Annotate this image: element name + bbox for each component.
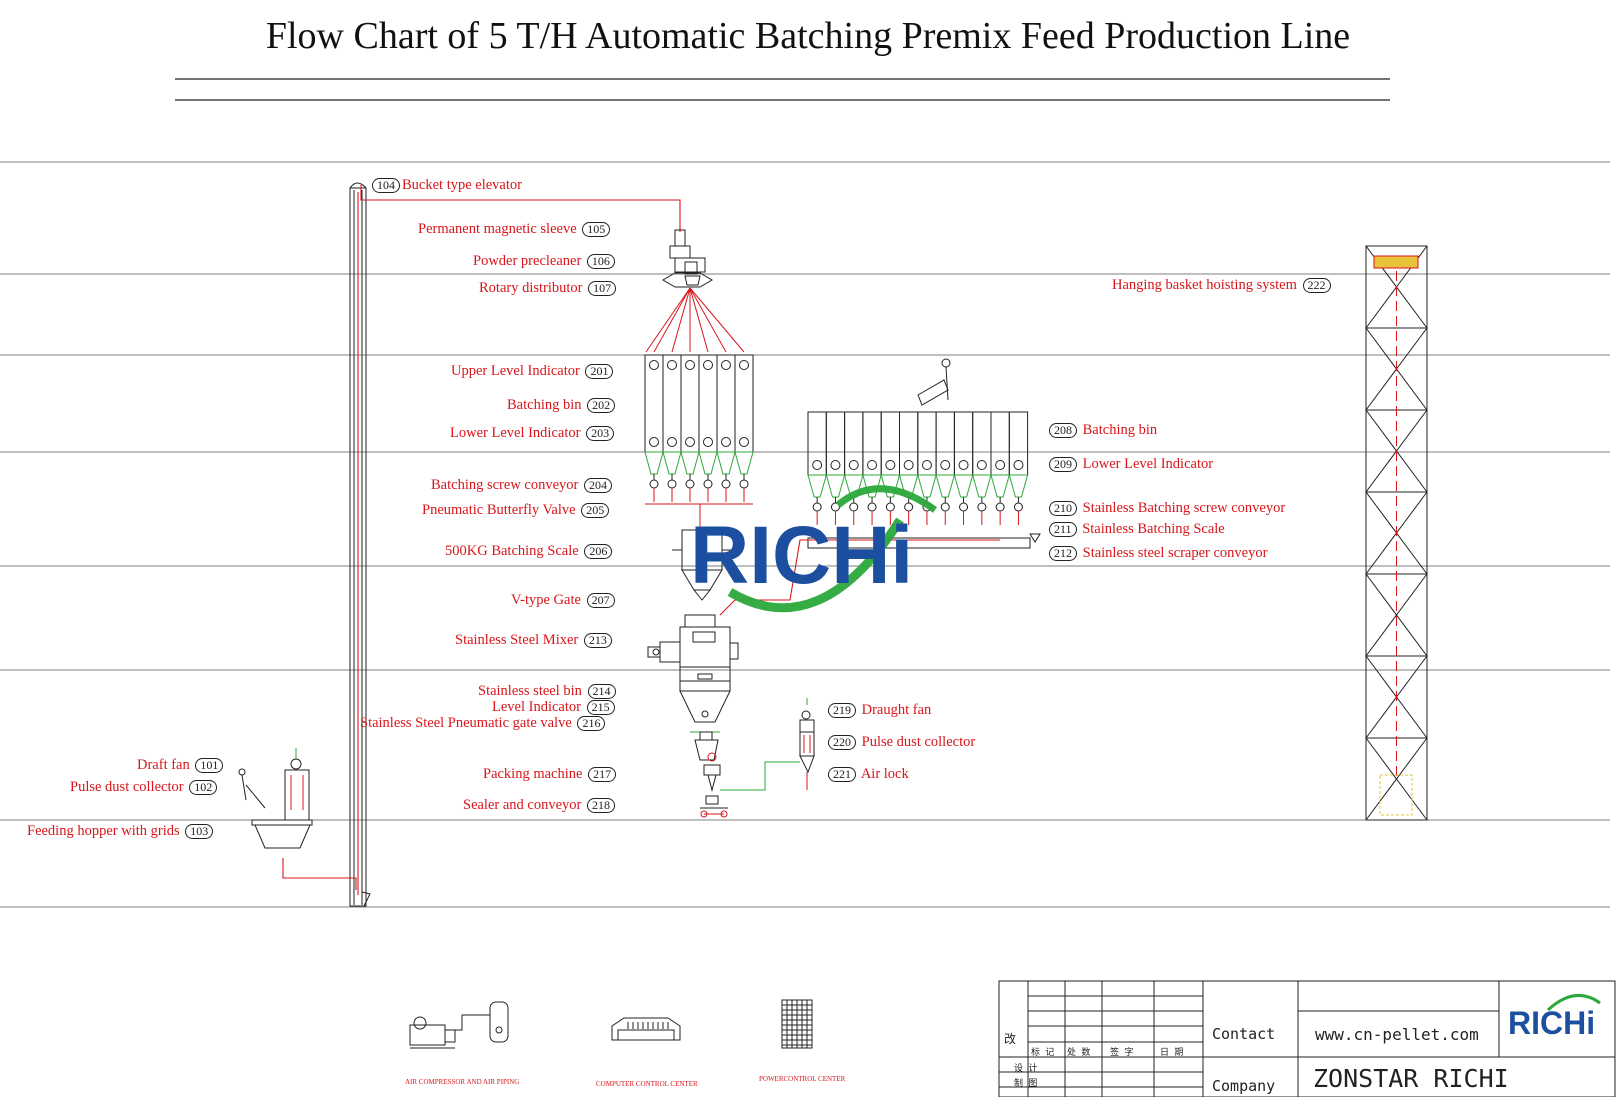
label-207: V-type Gate 207 <box>511 592 617 609</box>
chart-title: Flow Chart of 5 T/H Automatic Batching P… <box>265 15 1351 57</box>
precleaner-group <box>662 229 713 288</box>
power-control-label: POWERCONTROL CENTER <box>759 1075 846 1083</box>
bucket-elevator <box>349 182 371 907</box>
label-222: Hanging basket hoisting system 222 <box>1112 277 1333 294</box>
label-107: Rotary distributor 107 <box>479 280 618 297</box>
title-block <box>998 980 1616 1097</box>
computer-control-center-icon <box>611 1017 681 1041</box>
tb-cell-design: 设 计 <box>1014 1064 1038 1074</box>
tb-company-label: Company <box>1212 1077 1276 1095</box>
label-103: Feeding hopper with grids 103 <box>27 823 215 840</box>
batching-bins-202 <box>644 354 754 530</box>
v-type-gate <box>692 589 712 601</box>
label-220: 220 Pulse dust collector <box>826 734 975 751</box>
power-control-center-icon <box>781 999 813 1049</box>
tb-cell-sign: 签 字 <box>1110 1048 1134 1058</box>
label-211: 211 Stainless Batching Scale <box>1047 521 1225 538</box>
tb-contact-label: Contact <box>1212 1025 1276 1043</box>
batching-bins-208 <box>807 358 1041 549</box>
label-105: Permanent magnetic sleeve 105 <box>418 221 612 238</box>
title-block-logo <box>1546 994 1601 1012</box>
stainless-steel-bin <box>679 680 731 818</box>
label-102: Pulse dust collector 102 <box>70 779 219 796</box>
richi-watermark-logo <box>727 485 938 613</box>
label-215: Level Indicator 215 <box>492 699 617 716</box>
tb-cell-date: 日 期 <box>1160 1048 1184 1058</box>
tb-cell-count: 处 数 <box>1067 1048 1091 1058</box>
label-202: Batching bin 202 <box>507 397 617 414</box>
label-203: Lower Level Indicator 203 <box>450 425 616 442</box>
label-204: Batching screw conveyor 204 <box>431 477 614 494</box>
elevator-pipes <box>282 185 681 895</box>
label-209: 209 Lower Level Indicator <box>1047 456 1213 473</box>
label-201: Upper Level Indicator 201 <box>451 363 615 380</box>
stainless-steel-mixer <box>647 614 739 682</box>
title-block-logo-text: RICHi <box>1508 1005 1595 1041</box>
tb-cell-mark: 标 记 <box>1031 1048 1055 1058</box>
label-205: Pneumatic Butterfly Valve 205 <box>422 502 611 519</box>
richi-logo-text: RICHi <box>690 510 913 601</box>
pulse-dust-collector-220 <box>799 698 815 790</box>
tb-cell-revision: 改 <box>1004 1032 1017 1046</box>
label-218: Sealer and conveyor 218 <box>463 797 617 814</box>
air-compressor-label: AIR COMPRESSOR AND AIR PIPING <box>405 1078 520 1086</box>
tb-cell-drawing: 制 图 <box>1014 1079 1038 1089</box>
label-101: Draft fan 101 <box>137 757 225 774</box>
air-compressor-icon <box>409 1001 509 1049</box>
label-216: Stainless Steel Pneumatic gate valve 216 <box>360 715 607 732</box>
label-212: 212 Stainless steel scraper conveyor <box>1047 545 1267 562</box>
label-221: 221 Air lock <box>826 766 909 783</box>
label-217: Packing machine 217 <box>483 766 618 783</box>
feeding-hopper-group <box>238 748 313 849</box>
label-214: Stainless steel bin 214 <box>478 683 618 700</box>
label-210: 210 Stainless Batching screw conveyor <box>1047 500 1285 517</box>
label-213: Stainless Steel Mixer 213 <box>455 632 614 649</box>
label-106: Powder precleaner 106 <box>473 253 617 270</box>
label-208: 208 Batching bin <box>1047 422 1157 439</box>
label-206: 500KG Batching Scale 206 <box>445 543 614 560</box>
label-219: 219 Draught fan <box>826 702 931 719</box>
tb-website: www.cn-pellet.com <box>1315 1025 1479 1044</box>
computer-control-label: COMPUTER CONTROL CENTER <box>596 1080 698 1088</box>
tb-company-name: ZONSTAR RICHI <box>1313 1064 1509 1093</box>
hanging-basket-hoisting-system <box>1365 245 1428 821</box>
